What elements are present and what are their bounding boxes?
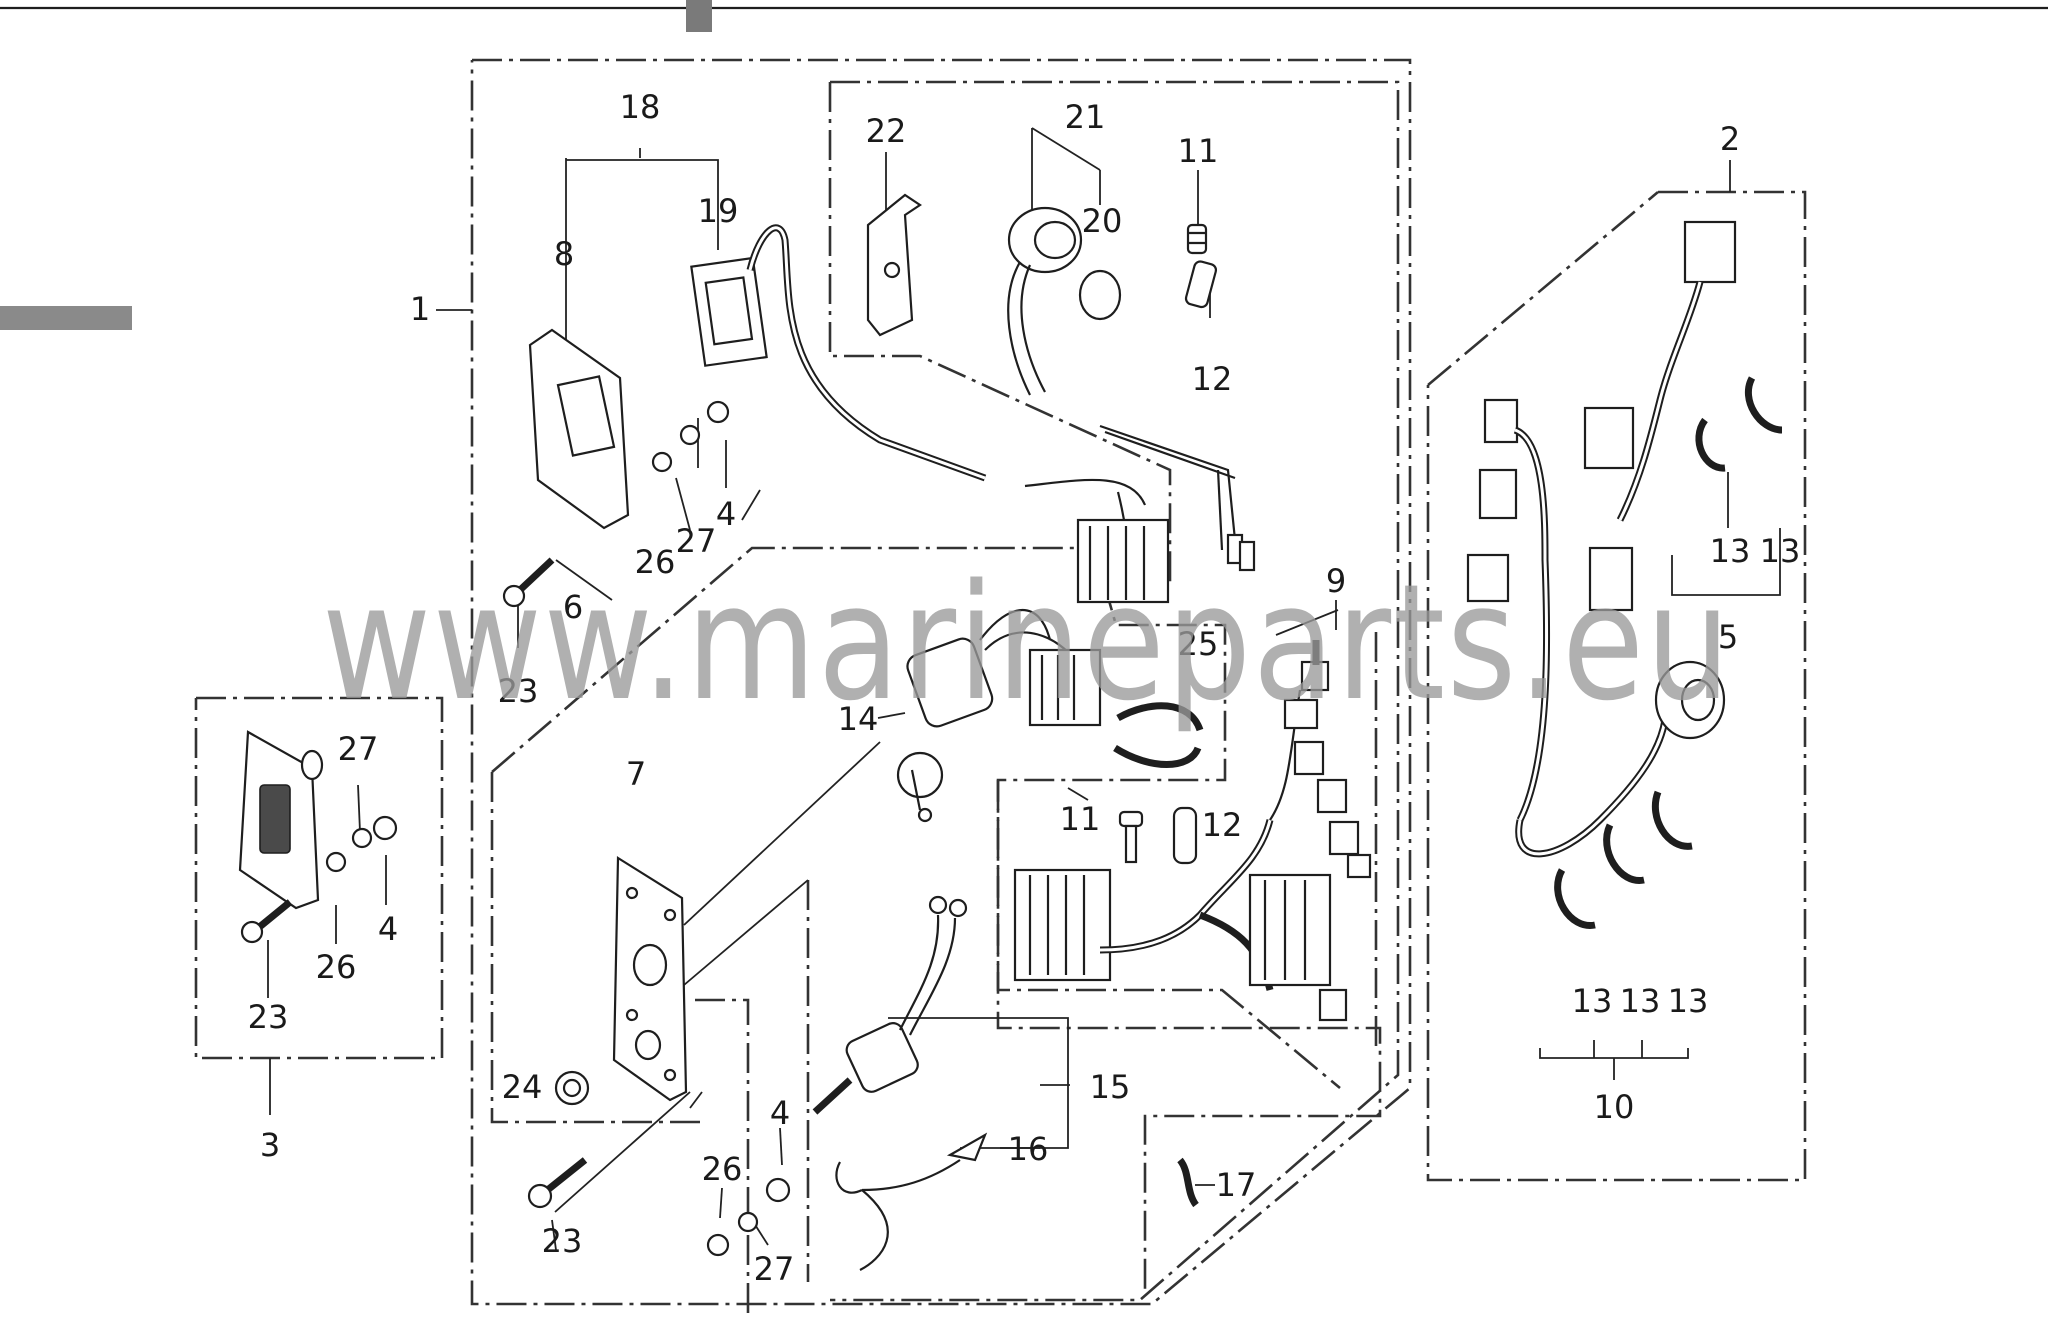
label-part-27-lower: 27 xyxy=(754,1250,795,1288)
label-part-26-left: 26 xyxy=(316,948,357,986)
clip-13d xyxy=(1603,823,1645,884)
nut-24 xyxy=(554,1070,590,1106)
label-part-12-upper: 12 xyxy=(1192,360,1233,398)
frame-harness-9 xyxy=(996,780,1341,1090)
switch-19 xyxy=(690,224,1256,604)
label-part-9: 9 xyxy=(1326,562,1346,600)
label-part-1: 1 xyxy=(410,290,430,328)
key-switch-21 xyxy=(1007,206,1083,396)
label-part-18: 18 xyxy=(620,88,661,126)
part-labels: 1 2 3 4 4 4 5 6 7 8 9 10 11 11 12 12 13 … xyxy=(248,88,1801,1288)
frame-key-switch xyxy=(828,82,1172,585)
label-part-20: 20 xyxy=(1082,202,1123,240)
clip-13a xyxy=(1695,417,1726,472)
label-part-11-lower: 11 xyxy=(1060,800,1101,838)
label-part-13a: 13 xyxy=(1710,532,1751,570)
label-part-8: 8 xyxy=(554,235,574,273)
frame-main-kit-inner xyxy=(830,80,1400,1302)
screw-11-lower xyxy=(1118,810,1144,864)
label-part-23-upper: 23 xyxy=(498,672,539,710)
label-part-26-upper: 26 xyxy=(635,543,676,581)
clip-13e xyxy=(1651,790,1693,850)
clip-13c xyxy=(1554,868,1596,929)
sleeve-12-lower xyxy=(1172,806,1198,865)
label-part-11-upper: 11 xyxy=(1178,132,1219,170)
clamp-25 xyxy=(1113,702,1204,768)
label-part-4-lower: 4 xyxy=(770,1094,790,1132)
mounting-plate-8 xyxy=(528,328,630,530)
cap-20 xyxy=(1078,269,1122,321)
nut-4-upper xyxy=(706,400,730,424)
label-part-15: 15 xyxy=(1090,1068,1131,1106)
side-tab-mark xyxy=(0,306,132,330)
stop-switch-15 xyxy=(812,895,968,1115)
screw-23-upper xyxy=(502,557,555,608)
label-part-23-lower: 23 xyxy=(542,1222,583,1260)
label-part-24: 24 xyxy=(502,1068,543,1106)
label-part-17: 17 xyxy=(1216,1166,1257,1204)
label-part-3: 3 xyxy=(260,1126,280,1164)
frame-switch-3 xyxy=(194,696,444,1060)
label-part-13c: 13 xyxy=(1572,982,1613,1020)
frame-panel-6 xyxy=(491,546,1382,1290)
label-part-4-upper: 4 xyxy=(716,495,736,533)
clip-17 xyxy=(1177,1157,1199,1208)
label-part-14: 14 xyxy=(838,700,879,738)
frame-main-kit xyxy=(470,58,1412,1306)
lanyard-16 xyxy=(835,1132,988,1271)
frame-panel-6-left xyxy=(490,772,700,1124)
label-part-10: 10 xyxy=(1594,1088,1635,1126)
sleeve-12-upper xyxy=(1184,260,1218,309)
washer-26-lower xyxy=(706,1233,730,1257)
harness-9 xyxy=(1013,640,1372,1022)
washer-27-lower xyxy=(737,1211,759,1233)
nut-4-lower xyxy=(765,1177,791,1203)
label-part-7: 7 xyxy=(626,755,646,793)
label-part-27-left: 27 xyxy=(338,730,379,768)
label-part-16: 16 xyxy=(1008,1130,1049,1168)
label-part-13b: 13 xyxy=(1760,532,1801,570)
washer-26-upper xyxy=(651,451,673,473)
frame-harness-2 xyxy=(1426,190,1807,1182)
nut-4-left xyxy=(372,815,398,841)
label-part-2: 2 xyxy=(1720,120,1740,158)
washer-27-left xyxy=(351,827,373,849)
harness-2 xyxy=(1466,220,1737,858)
ignition-switch-14 xyxy=(896,608,1102,823)
washer-26-left xyxy=(325,851,347,873)
label-part-13d: 13 xyxy=(1620,982,1661,1020)
label-part-5: 5 xyxy=(1718,618,1738,656)
frame-harness-2-diag xyxy=(1427,191,1659,386)
label-part-21: 21 xyxy=(1065,98,1106,136)
label-part-27-upper: 27 xyxy=(676,522,717,560)
label-part-26-lower: 26 xyxy=(702,1150,743,1188)
label-part-6: 6 xyxy=(563,588,583,626)
switch-3 xyxy=(238,730,324,944)
label-part-23-left: 23 xyxy=(248,998,289,1036)
watermark-text: www.marineparts.eu xyxy=(322,549,1732,736)
group-frames xyxy=(194,58,1807,1319)
label-part-19: 19 xyxy=(698,192,739,230)
panel-plate-7 xyxy=(612,856,688,1102)
clip-13b xyxy=(1744,376,1783,434)
part-drawings xyxy=(238,193,1783,1271)
label-part-22: 22 xyxy=(866,112,907,150)
washer-27-upper xyxy=(679,424,701,446)
page-tab-mark xyxy=(686,0,712,32)
label-part-12-lower: 12 xyxy=(1202,806,1243,844)
label-part-13e: 13 xyxy=(1668,982,1709,1020)
label-part-4-left: 4 xyxy=(378,910,398,948)
screw-11-upper xyxy=(1186,223,1208,255)
screw-23-lower xyxy=(527,1157,588,1209)
bracket-22 xyxy=(866,193,922,337)
label-part-25: 25 xyxy=(1178,625,1219,663)
